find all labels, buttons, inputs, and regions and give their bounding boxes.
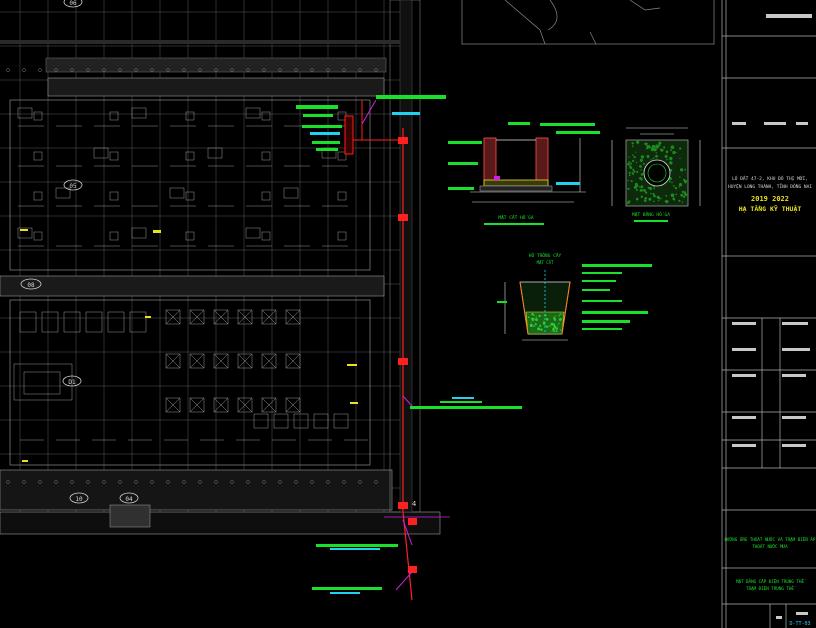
drawing-title-3: MẶT BẰNG CẤP ĐIỆN TRUNG THẾ (736, 579, 806, 584)
drawing-title-4: TRẠM ĐIỆN TRUNG THẾ (746, 586, 796, 591)
map-inset (461, 0, 715, 45)
block-cells (13, 107, 368, 441)
zone-label-text: 08 (27, 282, 35, 289)
callouts (296, 95, 522, 594)
gravel-fill (626, 140, 688, 204)
zone-label-05: 05 (63, 179, 83, 191)
zone-label-text: 06 (69, 0, 77, 7)
yellow-markers (20, 229, 358, 462)
zone-label-text: 05 (69, 183, 77, 190)
manhole-section-detail: MẶT CẮT HỐ GA (448, 122, 600, 225)
tree-pit-subtitle: MẶT CẮT (537, 260, 554, 265)
cable-route (344, 99, 450, 601)
site-plan (0, 0, 441, 535)
project-title-big-1: 2019 2022 (751, 195, 789, 203)
project-title-big-2: HẠ TẦNG KỸ THUẬT (739, 203, 802, 213)
zone-label-06: 06 (63, 0, 83, 8)
title-block (721, 0, 816, 628)
zone-label-08: 08 (20, 278, 42, 290)
project-address-line2: HUYỆN LONG THÀNH, TỈNH ĐỒNG NAI (728, 182, 812, 190)
zone-label-text: 04 (125, 496, 133, 503)
tree-pit-title: HỐ TRỒNG CÂY (529, 252, 562, 259)
manhole-section-title: MẶT CẮT HỐ GA (498, 214, 534, 221)
tree-pit-detail: HỐ TRỒNG CÂY MẶT CẮT (497, 252, 652, 341)
zone-label-04: 04 (119, 492, 139, 504)
manhole-plan-title: MẶT BẰNG HỐ GA (632, 210, 670, 218)
pipe-tag: 4 (412, 500, 416, 508)
project-address-line1: LÔ ĐẤT 47-2, KHU ĐÔ THỊ MỚI, (732, 175, 808, 182)
tree-dots (6, 68, 378, 484)
drawing-title-1: ĐƯỜNG ỐNG THOÁT NƯỚC VÀ TRẠM BIẾN ÁP (725, 537, 816, 542)
zone-label-10: 10 (69, 492, 89, 504)
title-block-text-bars (732, 14, 812, 619)
manhole-plan-detail: MẶT BẰNG HỐ GA (611, 127, 701, 222)
zone-label-d1: D1 (62, 375, 82, 387)
zone-label-text: D1 (68, 379, 76, 386)
drawing-title-2: THOÁT NƯỚC MƯA (752, 544, 788, 549)
zone-label-text: 10 (75, 496, 83, 503)
sheet-number: D-TT-03 (789, 621, 810, 627)
